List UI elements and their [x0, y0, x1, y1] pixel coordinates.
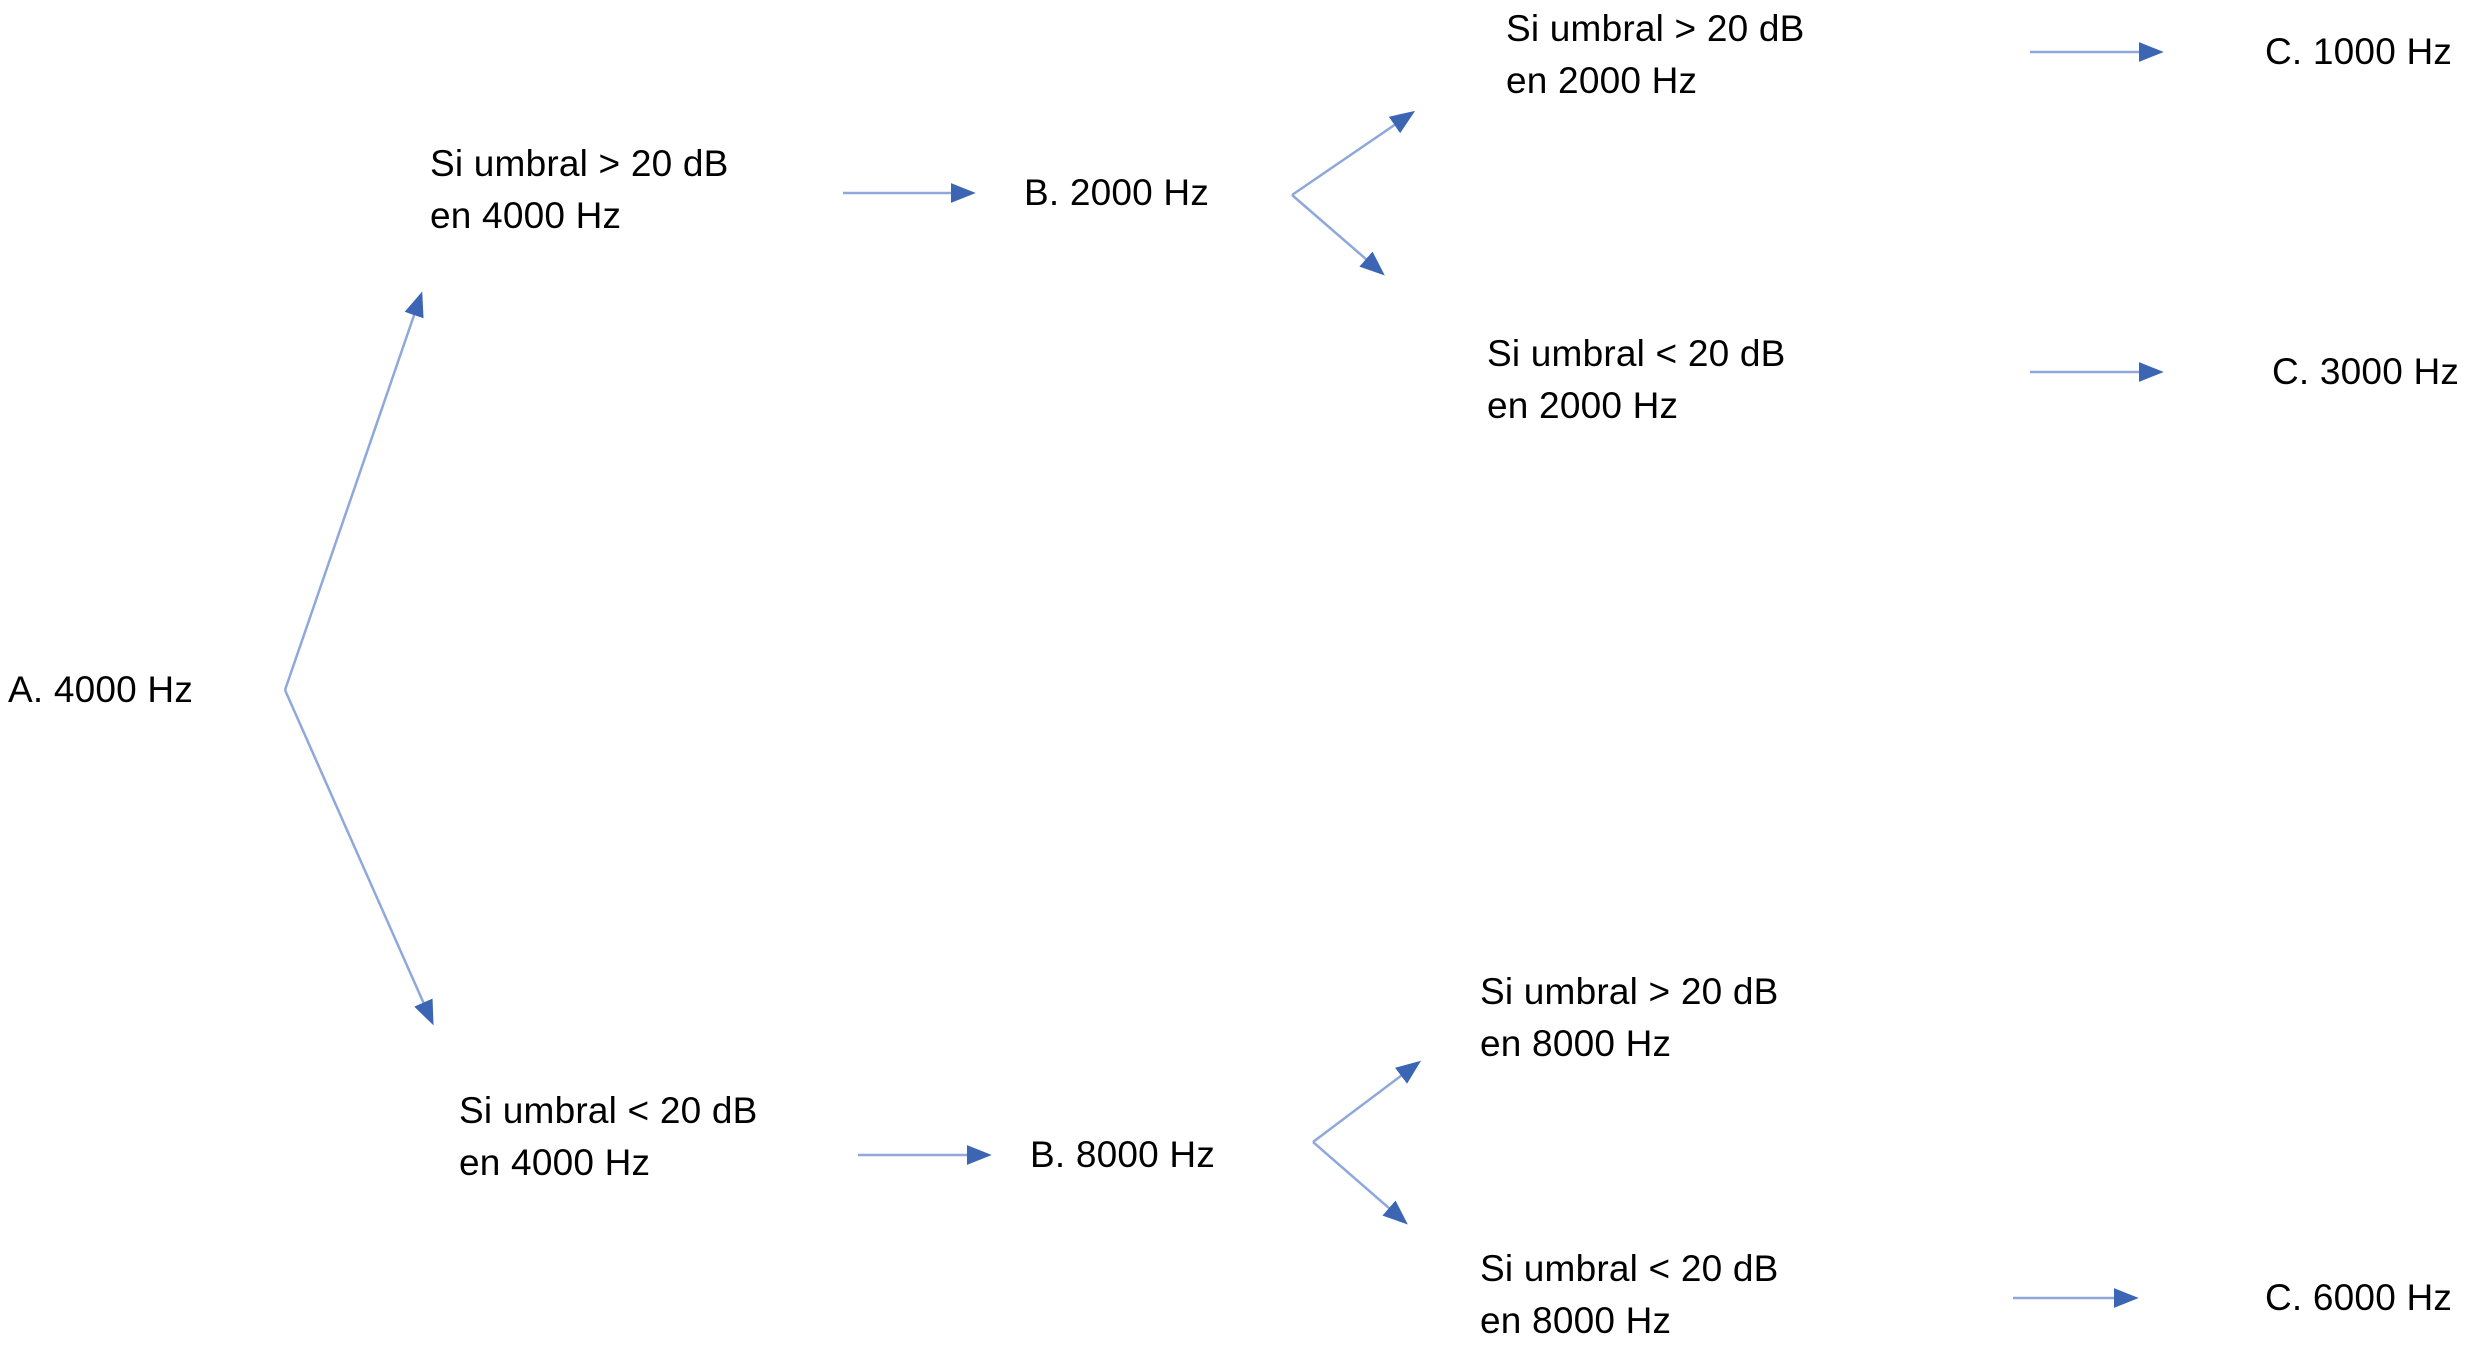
condition-line1: Si umbral > 20 dB — [1480, 971, 1779, 1012]
condition-line1: Si umbral < 20 dB — [1487, 333, 1786, 374]
condition-umbral-gt-20db-4000hz: Si umbral > 20 dB en 4000 Hz — [430, 138, 729, 242]
arrow-b-8000-to-cond-8000-lt — [1312, 1141, 1408, 1225]
condition-line1: Si umbral > 20 dB — [430, 143, 729, 184]
condition-line2: en 8000 Hz — [1480, 1300, 1672, 1341]
condition-umbral-lt-20db-4000hz: Si umbral < 20 dB en 4000 Hz — [459, 1085, 758, 1189]
condition-line1: Si umbral < 20 dB — [1480, 1248, 1779, 1289]
condition-line2: en 2000 Hz — [1506, 60, 1698, 101]
node-b-2000hz: B. 2000 Hz — [1024, 172, 1210, 213]
condition-line2: en 4000 Hz — [459, 1142, 651, 1183]
arrow-b-8000-to-cond-8000-gt — [1312, 1060, 1421, 1143]
condition-umbral-gt-20db-8000hz: Si umbral > 20 dB en 8000 Hz — [1480, 966, 1779, 1070]
node-c-1000hz: C. 1000 Hz — [2265, 31, 2453, 72]
node-c-6000hz: C. 6000 Hz — [2265, 1277, 2453, 1318]
arrow-b-2000-to-cond-2000-gt — [1291, 110, 1416, 197]
condition-umbral-lt-20db-2000hz: Si umbral < 20 dB en 2000 Hz — [1487, 328, 1786, 432]
node-a-4000hz: A. 4000 Hz — [8, 669, 194, 710]
condition-umbral-lt-20db-8000hz: Si umbral < 20 dB en 8000 Hz — [1480, 1243, 1779, 1347]
arrow-a-to-cond-4000-lt — [283, 689, 434, 1026]
condition-line2: en 8000 Hz — [1480, 1023, 1672, 1064]
arrow-b-2000-to-cond-2000-lt — [1291, 194, 1385, 276]
condition-line1: Si umbral > 20 dB — [1506, 8, 1805, 49]
condition-line2: en 2000 Hz — [1487, 385, 1679, 426]
condition-line2: en 4000 Hz — [430, 195, 622, 236]
node-b-8000hz: B. 8000 Hz — [1030, 1134, 1216, 1175]
node-c-3000hz: C. 3000 Hz — [2272, 351, 2460, 392]
condition-line1: Si umbral < 20 dB — [459, 1090, 758, 1131]
condition-umbral-gt-20db-2000hz: Si umbral > 20 dB en 2000 Hz — [1506, 3, 1805, 107]
arrow-a-to-cond-4000-gt — [283, 291, 424, 691]
